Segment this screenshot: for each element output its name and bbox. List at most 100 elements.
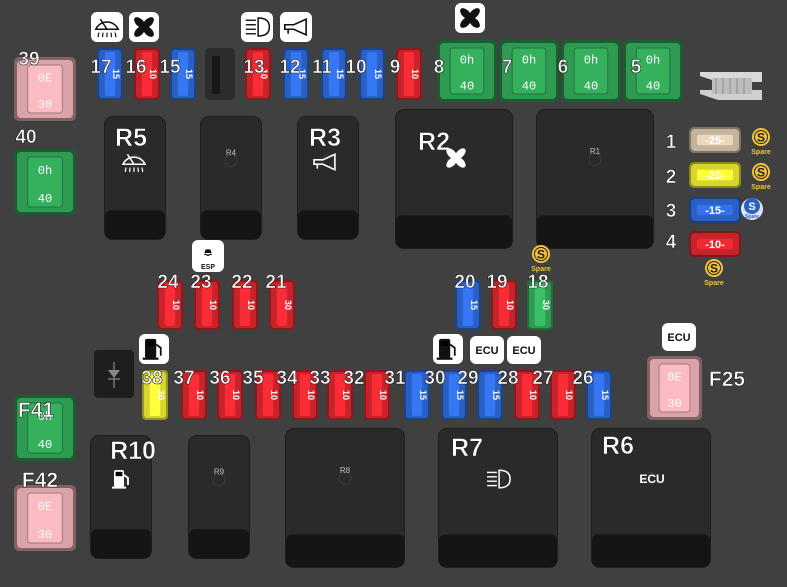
- fuse-f18[interactable]: 30: [527, 280, 553, 330]
- fuse-f10[interactable]: 15: [359, 48, 385, 100]
- relay-label: R1: [590, 147, 601, 156]
- relay-r1[interactable]: R1: [536, 109, 654, 249]
- wiper-icon: [121, 153, 147, 173]
- fan-icon: [455, 3, 485, 33]
- svg-text:S: S: [757, 166, 765, 180]
- headlight-icon: [241, 12, 273, 42]
- fuse-rating: 15: [600, 390, 610, 400]
- fuse-f23[interactable]: 10: [194, 280, 220, 330]
- fuse-rating: 40: [460, 80, 474, 94]
- fuse-top-marking: 0h: [584, 54, 598, 68]
- fuse-f8[interactable]: 0h 40: [437, 40, 497, 102]
- fuse-f31[interactable]: 15: [404, 370, 430, 420]
- fuse-f38[interactable]: 20: [142, 370, 168, 420]
- fuse-f15[interactable]: 15: [170, 48, 196, 100]
- fuse-f30[interactable]: 15: [441, 370, 467, 420]
- fuse-top-marking: 0h: [38, 410, 52, 424]
- relay-r2[interactable]: R2: [395, 109, 513, 249]
- relay-r7[interactable]: R7: [438, 428, 558, 568]
- fuse-number-label: F25: [709, 368, 746, 391]
- badge-label: ECU: [512, 345, 535, 357]
- fuse-rating: 10: [269, 390, 279, 400]
- fuse-f26[interactable]: 15: [586, 370, 612, 420]
- fuse-f34[interactable]: 10: [292, 370, 318, 420]
- fuse-f3[interactable]: -15-: [689, 197, 741, 223]
- fuse-top-marking: 0E: [38, 71, 52, 85]
- fuse-number-label: 35: [242, 368, 264, 389]
- fuse-top-marking: 0h: [38, 164, 52, 178]
- fuse-number-label: 37: [173, 368, 194, 389]
- fuse-number-label: 21: [265, 272, 287, 293]
- fuse-rating: 30: [38, 528, 52, 542]
- fuse-f4[interactable]: -10-: [689, 231, 741, 257]
- wiper-icon: [91, 12, 123, 42]
- fuse-rating: 10: [195, 390, 205, 400]
- fuse-f20[interactable]: 15: [455, 280, 481, 330]
- fuse-top-marking: 0h: [460, 54, 474, 68]
- fuse-f9[interactable]: 10: [396, 48, 422, 100]
- diode-icon: [94, 350, 134, 398]
- fuse-rating: 10: [306, 390, 316, 400]
- fuse-f29[interactable]: 15: [477, 370, 503, 420]
- ecu-icon: ECU: [662, 323, 696, 351]
- relay-r3[interactable]: R3: [297, 116, 359, 240]
- fuse-rating: 30: [38, 98, 52, 112]
- fuse-f35[interactable]: 10: [255, 370, 281, 420]
- fuse-f27[interactable]: 10: [550, 370, 576, 420]
- svg-text:S: S: [537, 248, 545, 262]
- ecu-icon: ECU: [507, 336, 541, 364]
- relay-r5[interactable]: R5: [104, 116, 166, 240]
- fuse-f33[interactable]: 10: [327, 370, 353, 420]
- fuse-number-label: 39: [18, 49, 39, 70]
- fuse-f37[interactable]: 10: [181, 370, 207, 420]
- fuse-f22[interactable]: 10: [232, 280, 258, 330]
- fuel-pump-icon: [433, 334, 463, 364]
- fuse-number-label: 38: [141, 368, 162, 389]
- relay-r9[interactable]: R9: [188, 435, 250, 559]
- fuse-number-label: 30: [424, 368, 445, 389]
- fuse-f11[interactable]: 15: [321, 48, 347, 100]
- fuse-number-label: 1: [666, 132, 677, 153]
- fuse-f1[interactable]: -25-: [689, 127, 741, 153]
- relay-icon-label: ECU: [639, 472, 664, 486]
- fuse-f32[interactable]: 10: [364, 370, 390, 420]
- fuse-f19[interactable]: 10: [491, 280, 517, 330]
- fuse-f21[interactable]: 30: [269, 280, 295, 330]
- fuse-f40[interactable]: 0h 40: [14, 149, 76, 215]
- fuse-f13[interactable]: 10: [245, 48, 271, 100]
- fuse-f12[interactable]: 15: [283, 48, 309, 100]
- fuel-pump-icon: [139, 334, 169, 364]
- fuse-f17[interactable]: 15: [97, 48, 123, 100]
- fuse-f2[interactable]: -20-: [689, 162, 741, 188]
- fuse-number-label: 4: [666, 232, 677, 253]
- fuse-puller-icon[interactable]: [700, 72, 762, 100]
- relay-r10[interactable]: R10: [90, 435, 156, 559]
- fuse-number-label: 2: [666, 167, 677, 188]
- fuse-f24[interactable]: 10: [157, 280, 183, 330]
- fuse-f28[interactable]: 10: [514, 370, 540, 420]
- fuse-number-label: 40: [15, 127, 36, 148]
- fuse-rating: 10: [410, 69, 420, 79]
- fuse-f36[interactable]: 10: [217, 370, 243, 420]
- fuse-rating: 20: [156, 390, 166, 400]
- fuse-f39[interactable]: 0E 30: [14, 57, 76, 121]
- relay-r8[interactable]: R8: [285, 428, 405, 568]
- fuse-f16[interactable]: 10: [134, 48, 160, 100]
- relay-r4[interactable]: R4: [200, 116, 262, 240]
- horn-icon: [280, 12, 312, 42]
- badge-label: ECU: [475, 345, 498, 357]
- badge-label: ECU: [667, 332, 690, 344]
- fuse-rating: 40: [38, 192, 52, 206]
- relay-label: R2: [418, 128, 450, 156]
